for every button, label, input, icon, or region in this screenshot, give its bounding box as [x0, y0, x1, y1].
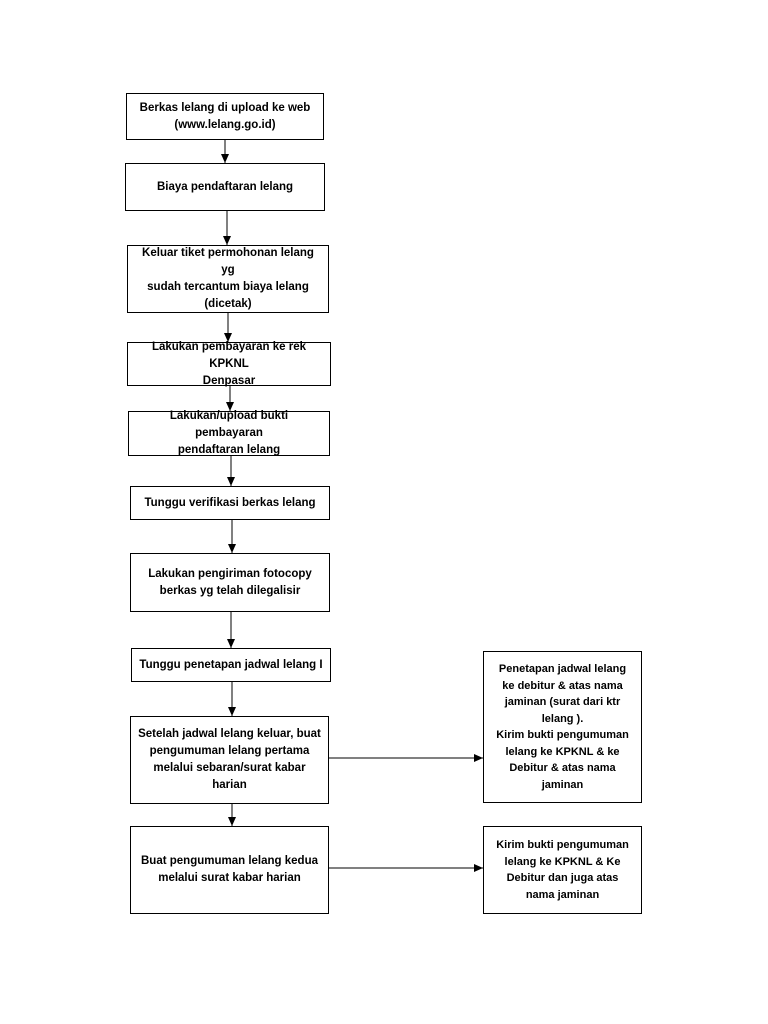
step-2-registration-fee: Biaya pendaftaran lelang	[125, 163, 325, 211]
step-5-upload-proof: Lakukan/upload bukti pembayaran pendafta…	[128, 410, 330, 456]
step-8-wait-schedule: Tunggu penetapan jadwal lelang I	[131, 648, 331, 682]
step-4-payment: Lakukan pembayaran ke rek KPKNL Denpasar	[127, 341, 331, 387]
step-3-ticket-issued: Keluar tiket permohonan lelang yg sudah …	[127, 245, 329, 313]
step-9-first-announcement: Setelah jadwal lelang keluar, buat pengu…	[130, 716, 329, 804]
step-6-wait-verification: Tunggu verifikasi berkas lelang	[130, 486, 330, 520]
side-step-schedule-notice: Penetapan jadwal lelang ke debitur & ata…	[483, 651, 642, 803]
step-1-upload-files: Berkas lelang di upload ke web (www.lela…	[126, 93, 324, 140]
side-step-send-proof: Kirim bukti pengumuman lelang ke KPKNL &…	[483, 826, 642, 914]
step-7-send-copies: Lakukan pengiriman fotocopy berkas yg te…	[130, 553, 330, 612]
step-10-second-announcement: Buat pengumuman lelang kedua melalui sur…	[130, 826, 329, 914]
